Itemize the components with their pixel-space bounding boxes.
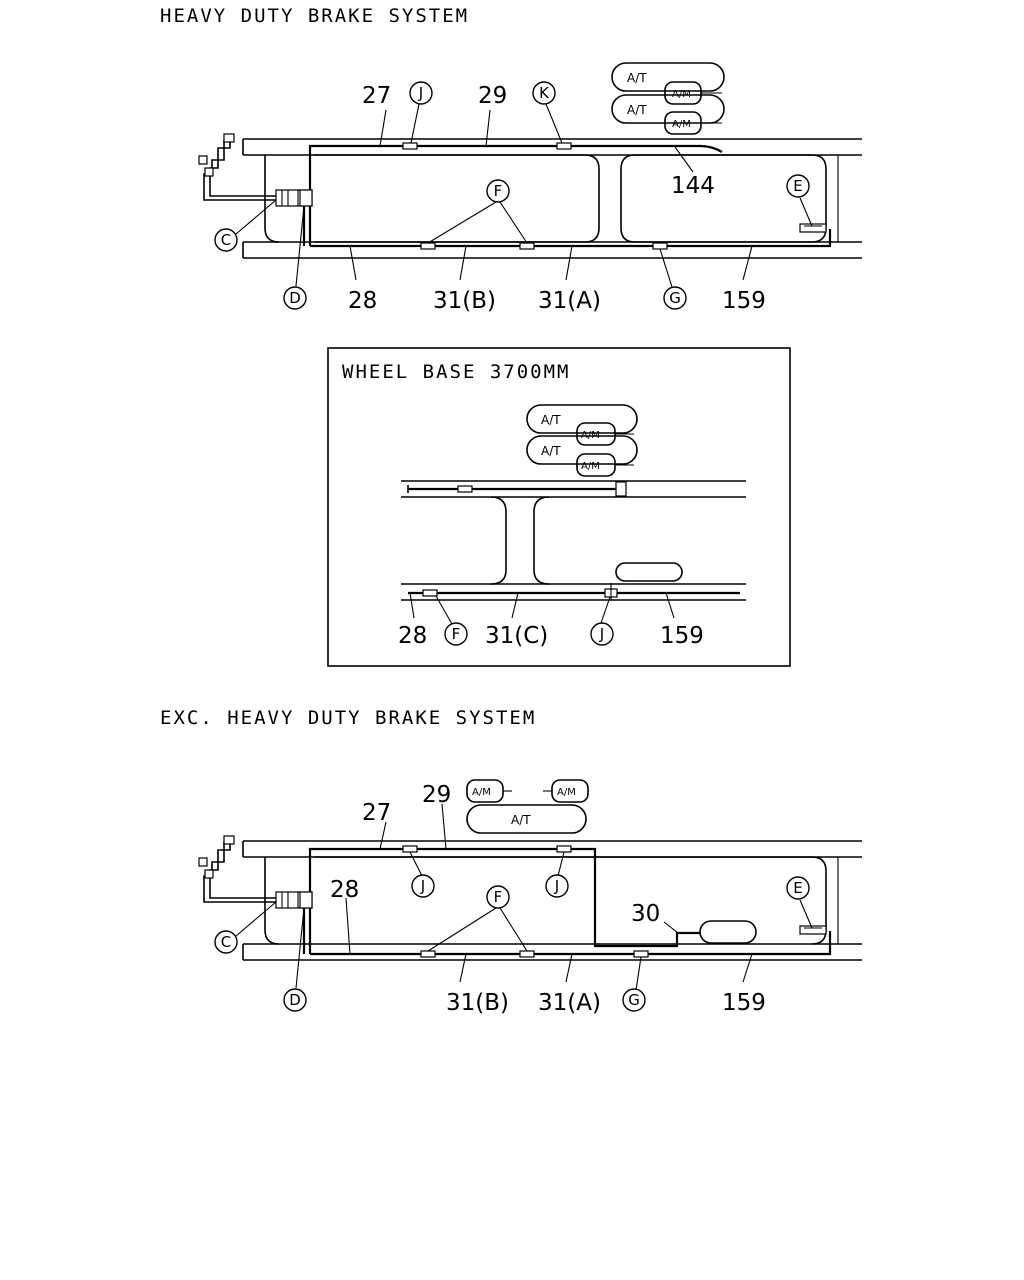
exc-callout-g: G bbox=[628, 991, 640, 1009]
label-27: 27 bbox=[362, 83, 391, 109]
exc-frame bbox=[242, 840, 862, 961]
heavy-air-tanks: A/T A/M A/T A/M bbox=[611, 62, 725, 135]
label-144: 144 bbox=[671, 173, 715, 199]
exc-callout-f: F bbox=[494, 888, 503, 906]
exc-pipes bbox=[198, 835, 832, 958]
label-31b: 31(B) bbox=[433, 288, 496, 314]
exc-title: EXC. HEAVY DUTY BRAKE SYSTEM bbox=[160, 707, 536, 729]
heavy-tank-at-2 bbox=[611, 94, 725, 124]
exc-label-28: 28 bbox=[330, 877, 359, 903]
heavy-tank-at-1 bbox=[611, 62, 725, 92]
exc-labels: 27 29 28 30 31(B) 31(A) 159 J J F E C D … bbox=[214, 782, 810, 1016]
inset-labels: 28 F 31(C) J 159 bbox=[398, 622, 704, 649]
exc-callout-c: C bbox=[221, 933, 231, 951]
callout-g: G bbox=[669, 289, 681, 307]
heavy-pipes bbox=[198, 133, 832, 250]
wheelbase-inset: WHEEL BASE 3700MM A/T A/M A/T A/M bbox=[327, 347, 791, 667]
svg-text:A/M: A/M bbox=[472, 787, 491, 798]
callout-e: E bbox=[793, 177, 802, 195]
inset-callout-f: F bbox=[452, 625, 461, 643]
inset-leaders bbox=[409, 592, 675, 625]
inset-label-31c: 31(C) bbox=[485, 623, 548, 649]
inset-label-28: 28 bbox=[398, 623, 427, 649]
inset-title: WHEEL BASE 3700MM bbox=[342, 361, 570, 383]
exc-callout-e: E bbox=[793, 879, 802, 897]
label-28: 28 bbox=[348, 288, 377, 314]
svg-text:A/T: A/T bbox=[627, 71, 647, 85]
exc-air-tanks: A/M A/M A/T bbox=[466, 779, 589, 834]
exc-label-30: 30 bbox=[631, 901, 660, 927]
inset-pipes bbox=[407, 481, 740, 600]
svg-text:A/T: A/T bbox=[511, 813, 531, 827]
label-159: 159 bbox=[722, 288, 766, 314]
exc-leaders bbox=[235, 803, 813, 991]
svg-text:A/T: A/T bbox=[627, 103, 647, 117]
heavy-duty-title: HEAVY DUTY BRAKE SYSTEM bbox=[160, 5, 469, 27]
label-31a: 31(A) bbox=[538, 288, 601, 314]
heavy-labels: 27 29 144 28 31(B) 31(A) 159 J K F E C D… bbox=[214, 81, 810, 314]
svg-text:A/T: A/T bbox=[541, 413, 561, 427]
exc-label-29: 29 bbox=[422, 782, 451, 808]
svg-text:A/M: A/M bbox=[581, 461, 600, 472]
heavy-duty-section: HEAVY DUTY BRAKE SYSTEM bbox=[160, 5, 862, 314]
inset-callout-j: J bbox=[599, 625, 604, 643]
svg-text:A/M: A/M bbox=[672, 119, 691, 130]
heavy-leaders bbox=[235, 103, 813, 288]
callout-j: J bbox=[418, 84, 423, 102]
inset-border bbox=[327, 347, 791, 667]
exc-heavy-duty-section: EXC. HEAVY DUTY BRAKE SYSTEM A/M A/M A/T bbox=[160, 707, 862, 1016]
exc-label-159: 159 bbox=[722, 990, 766, 1016]
callout-k: K bbox=[539, 84, 550, 102]
callout-d: D bbox=[289, 289, 301, 307]
exc-callout-j2: J bbox=[554, 877, 559, 895]
exc-label-31a: 31(A) bbox=[538, 990, 601, 1016]
heavy-frame bbox=[242, 138, 862, 259]
svg-text:A/T: A/T bbox=[541, 444, 561, 458]
callout-c: C bbox=[221, 231, 231, 249]
exc-callout-j1: J bbox=[420, 877, 425, 895]
inset-frame bbox=[401, 480, 746, 601]
inset-label-159: 159 bbox=[660, 623, 704, 649]
callout-f: F bbox=[494, 182, 503, 200]
exc-label-27: 27 bbox=[362, 800, 391, 826]
exc-callout-d: D bbox=[289, 991, 301, 1009]
inset-air-tanks: A/T A/M A/T A/M bbox=[526, 404, 638, 477]
label-29: 29 bbox=[478, 83, 507, 109]
exc-label-31b: 31(B) bbox=[446, 990, 509, 1016]
svg-text:A/M: A/M bbox=[557, 787, 576, 798]
